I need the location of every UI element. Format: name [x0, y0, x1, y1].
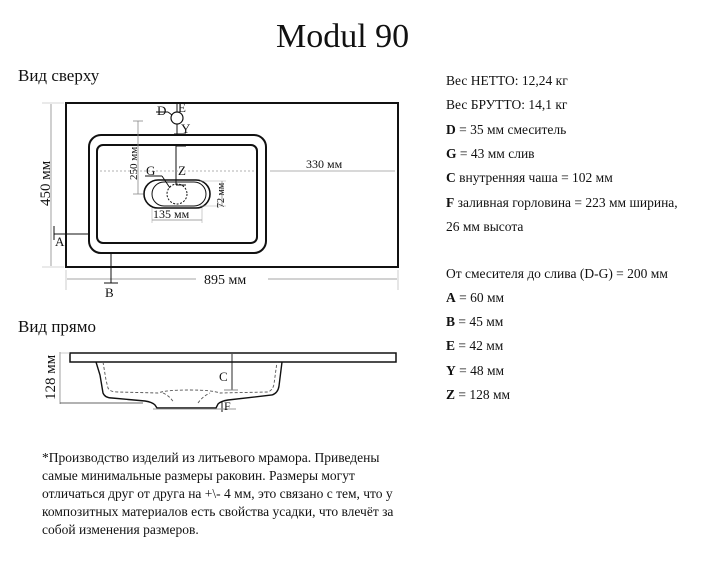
spec-c: C внутренняя чаша = 102 мм: [446, 170, 613, 185]
marker-c: C: [219, 369, 228, 384]
marker-f: F: [224, 399, 231, 413]
dim-135: 135 мм: [153, 207, 190, 221]
marker-g: G: [146, 163, 155, 178]
spec-key: B: [446, 314, 456, 329]
spec-f-continuation: 26 мм высота: [446, 219, 524, 234]
footnote: *Производство изделий из литьевого мрамо…: [42, 450, 394, 537]
spec-mixer-to-drain: От смесителя до слива (D-G) = 200 мм: [446, 266, 668, 281]
spec-key: D: [446, 122, 456, 137]
marker-e: E: [178, 100, 186, 115]
spec-key: A: [446, 290, 456, 305]
page-title: Modul 90: [276, 18, 410, 55]
spec-net-weight: Вес НЕТТО: 12,24 кг: [446, 73, 568, 88]
spec-g: G = 43 мм слив: [446, 146, 535, 161]
spec-gross-weight: Вес БРУТТО: 14,1 кг: [446, 97, 568, 112]
spec-key: Y: [446, 363, 456, 378]
spec-key: E: [446, 338, 456, 353]
marker-z: Z: [178, 163, 186, 178]
dim-330: 330 мм: [306, 157, 343, 171]
spec-b: B = 45 мм: [446, 314, 504, 329]
marker-y: Y: [181, 121, 191, 136]
dim-72: 72 мм: [216, 182, 227, 208]
spec-f: F заливная горловина = 223 мм ширина,: [446, 195, 678, 210]
spec-y: Y = 48 мм: [446, 363, 505, 378]
top-view-drawing: D E Y G Z A B 330 мм 135 мм 895 мм 250 м…: [38, 100, 399, 300]
dim-450: 450 мм: [38, 160, 54, 206]
top-view-label: Вид сверху: [18, 66, 100, 85]
spec-key: C: [446, 170, 456, 185]
dim-250: 250 мм: [128, 147, 140, 180]
marker-d: D: [157, 103, 166, 118]
spec-z: Z = 128 мм: [446, 387, 511, 402]
spec-key: F: [446, 195, 455, 210]
spec-d: D = 35 мм смеситель: [446, 122, 567, 137]
dim-895: 895 мм: [204, 273, 246, 288]
spec-a: A = 60 мм: [446, 290, 505, 305]
front-view-drawing: C F 128 мм: [43, 352, 397, 413]
marker-b: B: [105, 285, 114, 300]
dim-128: 128 мм: [43, 354, 59, 400]
spec-e: E = 42 мм: [446, 338, 504, 353]
spec-key: G: [446, 146, 457, 161]
front-view-label: Вид прямо: [18, 317, 97, 336]
marker-a: A: [55, 234, 65, 249]
spec-key: Z: [446, 387, 456, 402]
